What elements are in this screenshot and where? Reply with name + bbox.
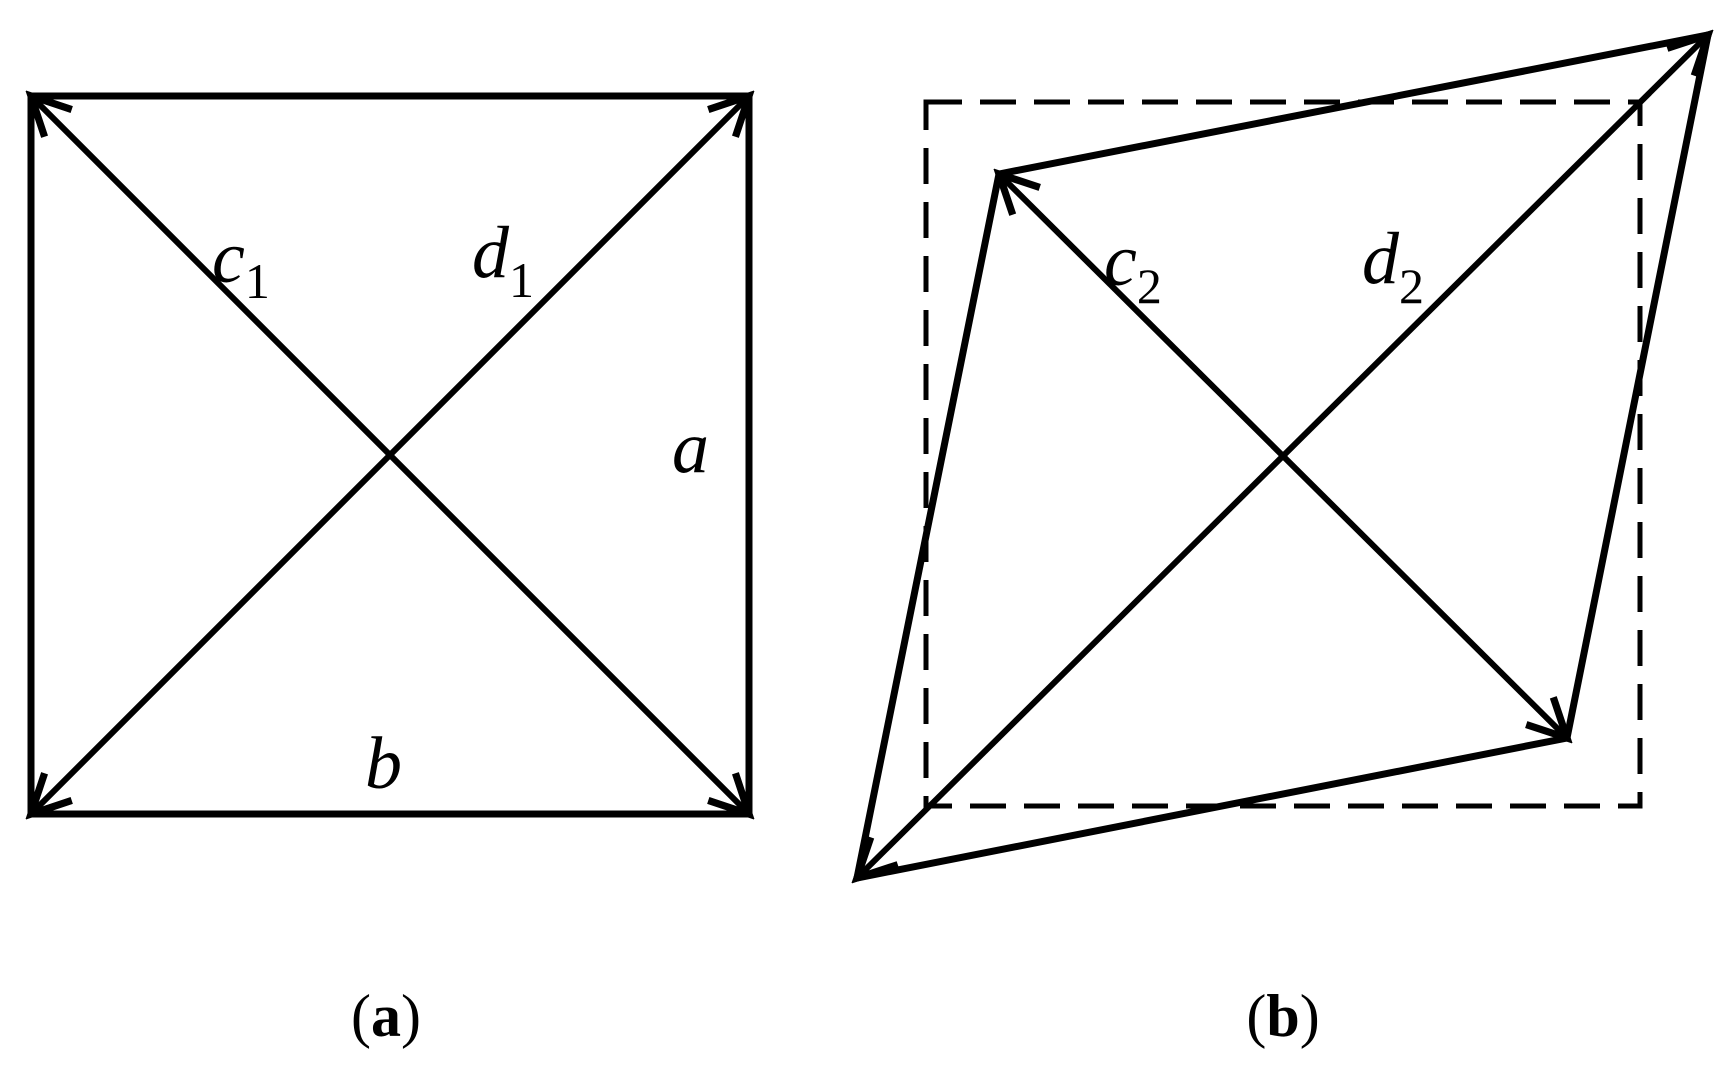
diagonal-d1-arrow [31,96,749,814]
label-a: a [672,407,709,489]
panel-b: c2 d2 (b) [857,35,1708,1049]
label-c1: c1 [212,217,270,309]
caption-b: (b) [1246,983,1319,1049]
panel-a: c1 d1 a b (a) [31,96,749,1049]
diagonal-d2-arrow [857,35,1708,878]
label-b: b [365,723,402,805]
label-d2: d2 [1362,218,1424,314]
label-d1: d1 [472,212,534,308]
label-c2: c2 [1104,220,1162,314]
caption-a: (a) [351,983,421,1049]
